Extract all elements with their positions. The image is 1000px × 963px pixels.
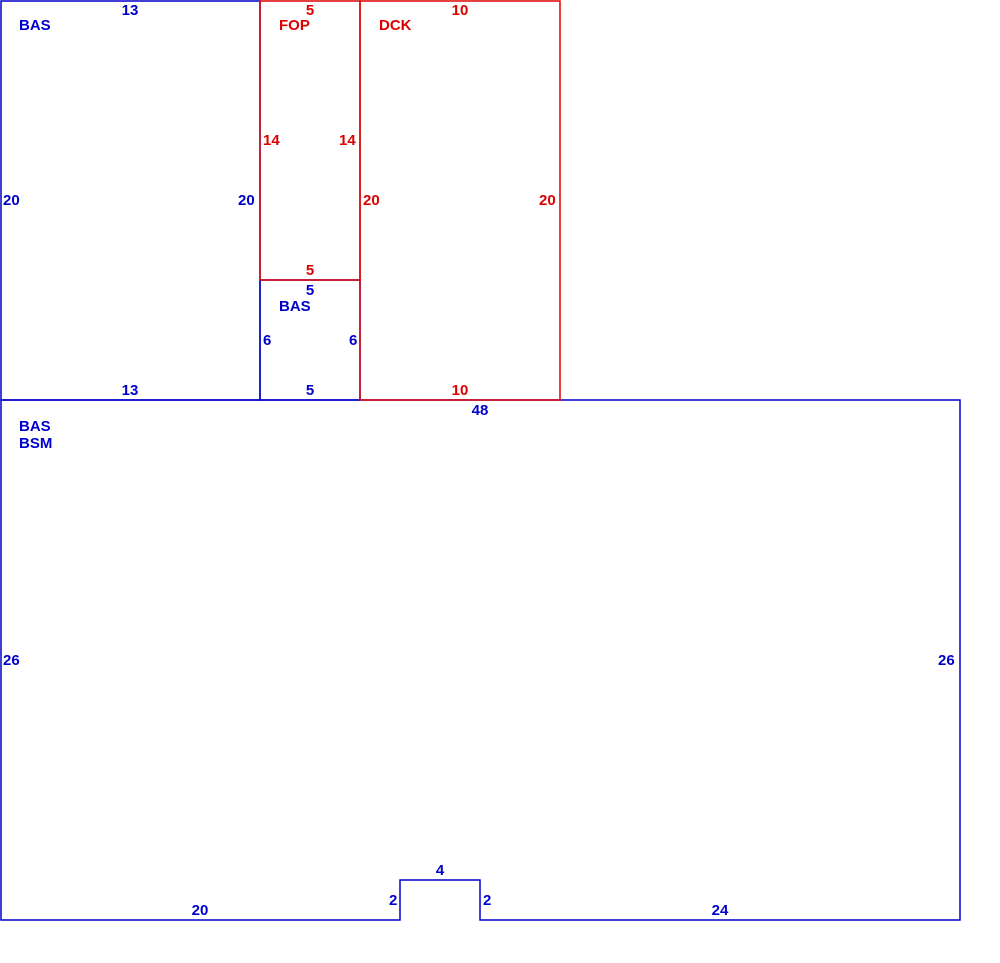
upper-left-bas-outline: [0, 0, 261, 401]
fop-area-code: FOP: [279, 17, 310, 34]
dck-outline: [359, 0, 561, 401]
fop-right-dimension: 14: [339, 132, 356, 149]
main-area-code-1: BAS: [19, 418, 51, 435]
small-bas-area-code: BAS: [279, 298, 311, 315]
fop-bottom-dimension: 5: [306, 262, 314, 279]
fop-top-dimension: 5: [306, 2, 314, 19]
upper-left-bottom-dimension: 13: [122, 382, 139, 399]
upper-left-top-dimension: 13: [122, 2, 139, 19]
small-bas-left-dimension: 6: [263, 332, 271, 349]
notch-left-dimension: 2: [389, 892, 397, 909]
dck-left-dimension: 20: [363, 192, 380, 209]
small-bas-top-dimension: 5: [306, 282, 314, 299]
upper-left-right-dimension: 20: [238, 192, 255, 209]
dck-area-code: DCK: [379, 17, 412, 34]
notch-top-dimension: 4: [436, 862, 445, 879]
main-bottom-right-dimension: 24: [712, 902, 729, 919]
main-top-dimension: 48: [472, 402, 489, 419]
small-bas-bottom-dimension: 5: [306, 382, 314, 399]
notch-right-dimension: 2: [483, 892, 491, 909]
main-area-code-2: BSM: [19, 435, 52, 452]
fop-left-dimension: 14: [263, 132, 280, 149]
main-right-dimension: 26: [938, 652, 955, 669]
small-bas-right-dimension: 6: [349, 332, 357, 349]
main-bottom-left-dimension: 20: [192, 902, 209, 919]
dck-top-dimension: 10: [452, 2, 469, 19]
upper-left-left-dimension: 20: [3, 192, 20, 209]
main-left-dimension: 26: [3, 652, 20, 669]
dck-bottom-dimension: 10: [452, 382, 469, 399]
upper-left-area-code: BAS: [19, 17, 51, 34]
dck-right-dimension: 20: [539, 192, 556, 209]
main-bas-bsm-outline: [0, 399, 961, 921]
